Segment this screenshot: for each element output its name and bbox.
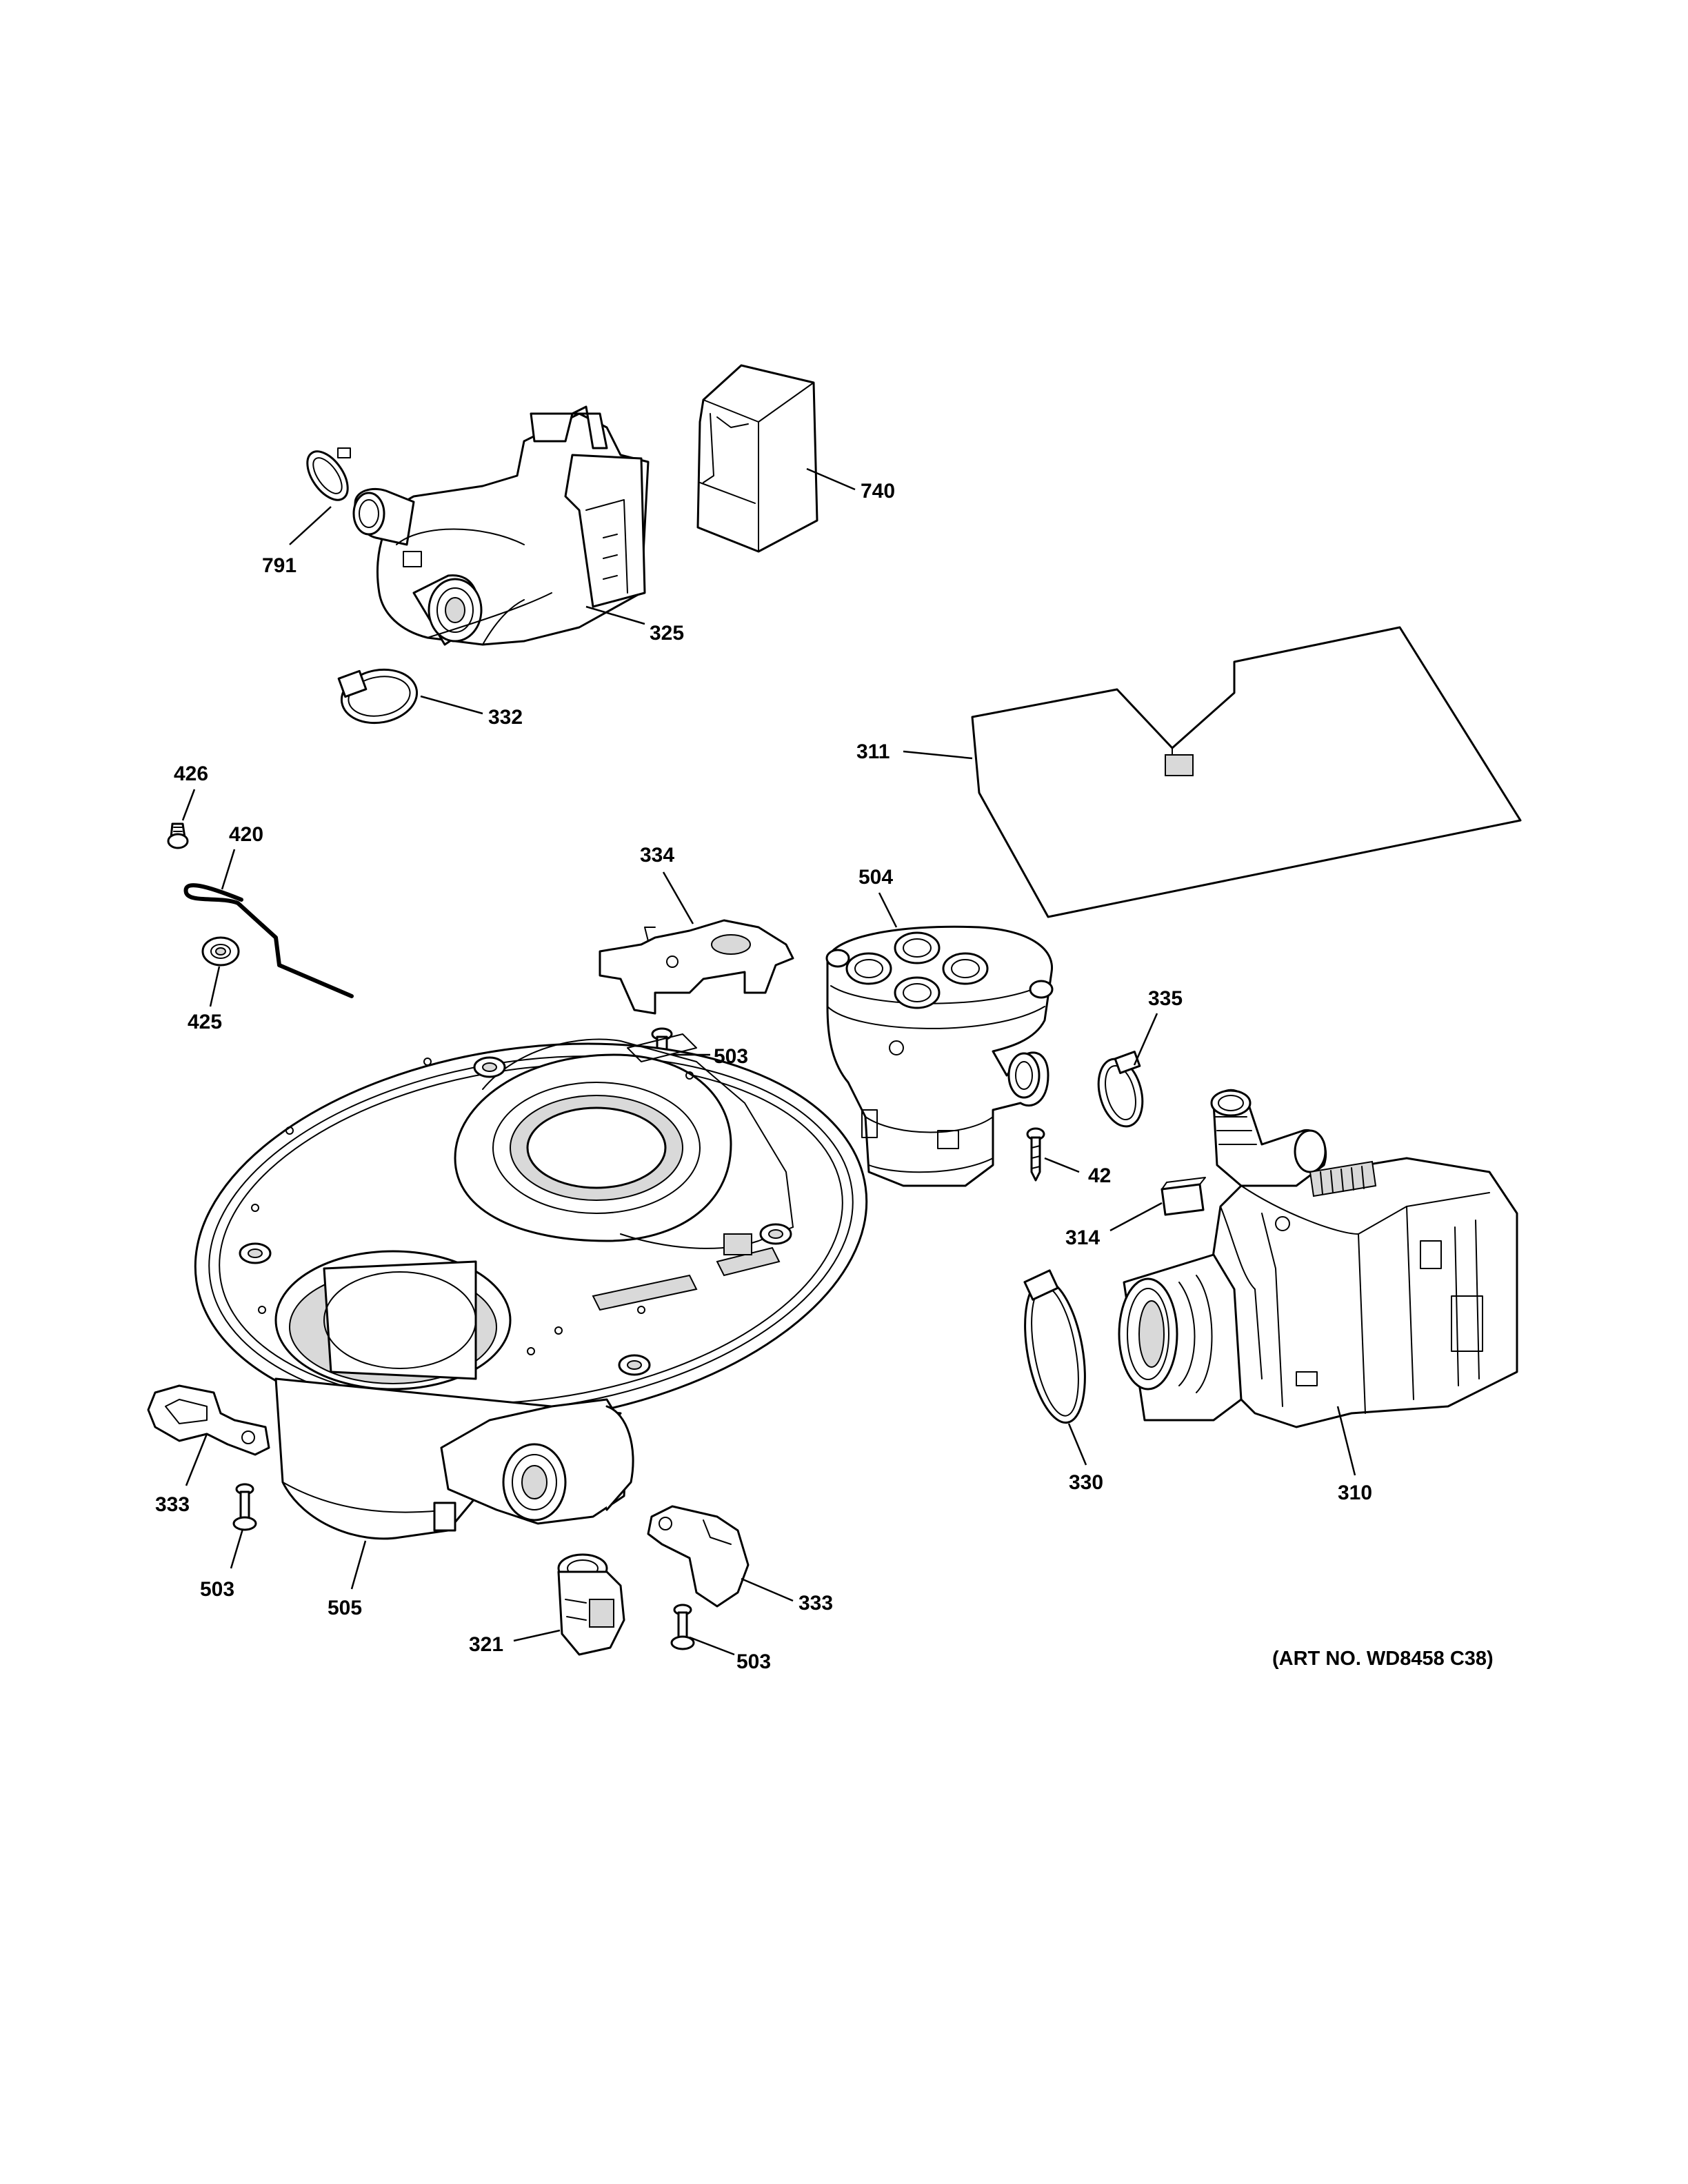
callout-791: 791 [262, 554, 297, 577]
leader-311 [903, 750, 973, 760]
part-330-clamp [1023, 1269, 1086, 1424]
part-311-insulation-sheet [971, 626, 1522, 918]
leader-333-left [185, 1433, 208, 1486]
callout-504: 504 [858, 866, 893, 889]
callout-332: 332 [488, 706, 523, 729]
part-310-pump-motor [1118, 1089, 1518, 1428]
leader-310 [1336, 1406, 1356, 1476]
callout-740: 740 [861, 480, 895, 503]
part-325-pump-heater [352, 405, 650, 646]
part-332-clamp [337, 668, 419, 725]
part-504-diverter [825, 925, 1054, 1187]
leader-425 [209, 966, 221, 1007]
part-335-clamp [1097, 1051, 1144, 1128]
part-333-bracket-left [147, 1384, 270, 1456]
part-314-pad [1160, 1177, 1206, 1216]
leader-325 [585, 605, 645, 625]
callout-311: 311 [856, 740, 890, 763]
part-505-sump [194, 1033, 868, 1540]
callout-334: 334 [640, 844, 674, 867]
callout-310: 310 [1338, 1482, 1372, 1504]
part-334-bracket [599, 919, 794, 1015]
leader-321 [513, 1629, 561, 1642]
leader-503-left [230, 1528, 244, 1569]
part-420-wire [183, 883, 354, 998]
callout-503-upper: 503 [714, 1045, 748, 1068]
part-425-grommet [201, 936, 240, 967]
part-333-bracket-right [647, 1505, 750, 1608]
callout-420: 420 [229, 823, 263, 846]
callout-321: 321 [469, 1633, 503, 1656]
callout-330: 330 [1069, 1471, 1103, 1494]
part-791-clamp [306, 447, 351, 501]
leader-426 [181, 789, 196, 821]
part-42-screw [1026, 1127, 1045, 1182]
leader-42 [1044, 1157, 1080, 1173]
callout-503-left: 503 [200, 1578, 234, 1601]
leader-420 [221, 849, 236, 890]
part-321-sensor [557, 1553, 625, 1656]
callout-325: 325 [650, 622, 684, 645]
part-426-screw [167, 822, 189, 849]
callout-503-bottom: 503 [736, 1650, 771, 1673]
callout-426: 426 [174, 762, 208, 785]
callout-505: 505 [328, 1597, 362, 1619]
part-503-screw-bottom [670, 1604, 695, 1650]
callout-333-right: 333 [798, 1592, 833, 1615]
callout-42: 42 [1088, 1164, 1111, 1187]
art-number: (ART NO. WD8458 C38) [1272, 1648, 1494, 1670]
leader-503-bottom [689, 1636, 735, 1656]
callout-labels: 791 740 325 332 311 426 420 425 334 504 … [155, 480, 1372, 1673]
leader-791 [289, 506, 332, 545]
callout-425: 425 [188, 1011, 222, 1033]
part-740-cover [696, 364, 818, 553]
callout-335: 335 [1148, 987, 1183, 1010]
part-503-screw-left [232, 1483, 257, 1531]
leader-740 [806, 467, 856, 491]
leader-335 [1133, 1013, 1158, 1066]
leader-314 [1109, 1202, 1163, 1232]
callout-314: 314 [1065, 1226, 1100, 1249]
leader-505 [350, 1540, 367, 1590]
callout-333-left: 333 [155, 1493, 190, 1516]
leader-330 [1067, 1423, 1087, 1466]
leader-332 [420, 695, 483, 715]
leader-333-right [741, 1577, 794, 1602]
leader-lines [181, 467, 1356, 1656]
leader-334 [662, 871, 694, 924]
leader-504 [878, 892, 898, 928]
